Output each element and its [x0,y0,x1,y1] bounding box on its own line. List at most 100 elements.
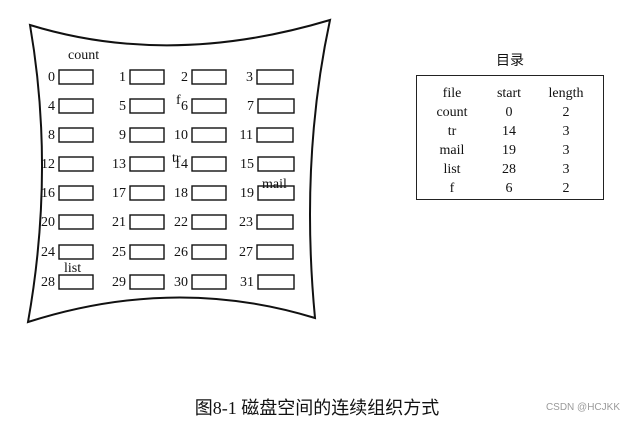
disk-block [129,69,165,85]
block-number: 1 [119,70,126,85]
disk-outline [26,18,332,324]
directory-title: 目录 [496,53,524,69]
block-number: 23 [239,215,253,230]
row-file: mail [439,143,465,158]
block-number: 6 [181,99,188,114]
directory-header-row: file start length [421,84,597,103]
file-label: list [64,261,82,276]
disk-block [257,98,295,114]
row-start: 14 [502,124,516,139]
disk-block [129,214,165,230]
directory-row: list 28 3 [421,160,597,179]
directory-row: tr 14 3 [421,122,597,141]
row-start: 19 [502,143,516,158]
disk-block [257,156,295,172]
disk-block [58,214,94,230]
block-number: 7 [247,99,254,114]
block-number: 0 [48,70,55,85]
block-number: 18 [174,186,188,201]
disk-block [129,127,165,143]
file-label: f [176,93,181,108]
disk-block [257,185,295,201]
row-start: 6 [505,181,513,196]
block-number: 19 [240,186,254,201]
directory-row: f 6 2 [421,179,597,198]
row-file: list [443,162,461,177]
watermark-text: CSDN @HCJKK [545,402,620,413]
block-number: 8 [48,128,55,143]
disk-block [256,244,294,260]
header-length: length [548,86,584,101]
row-file: f [449,181,455,196]
disk-block [58,156,94,172]
row-start: 0 [505,105,513,120]
row-file: tr [447,124,457,139]
directory-row: count 0 2 [421,103,597,122]
block-number: 20 [41,215,55,230]
row-length: 2 [562,105,570,120]
figure-caption: 图8-1 磁盘空间的连续组织方式 [194,398,440,418]
block-number: 11 [239,128,253,143]
block-number: 15 [240,157,254,172]
disk-block [191,127,227,143]
block-number: 3 [246,70,253,85]
disk-block [58,274,94,290]
disk-block [58,127,94,143]
disk-block [191,98,227,114]
block-number: 10 [174,128,188,143]
disk-block [58,244,94,260]
block-number: 31 [240,275,254,290]
file-label: tr [172,151,181,166]
disk-block [256,127,294,143]
row-file: count [436,105,468,120]
directory-box: file start length count 0 2 tr 14 3 mail [416,75,604,200]
disk-block [191,244,227,260]
file-label: count [68,48,100,63]
disk-block [191,274,227,290]
block-number: 17 [112,186,126,201]
block-number: 4 [48,99,55,114]
disk-block [129,185,165,201]
disk-block [191,69,227,85]
header-start: start [496,86,522,101]
disk-block [58,185,94,201]
block-number: 27 [239,245,253,260]
row-length: 3 [562,162,570,177]
disk-block [129,98,165,114]
block-number: 13 [112,157,126,172]
file-label: mail [262,177,287,192]
disk-block [129,274,165,290]
disk-block [257,274,295,290]
block-number: 2 [181,70,188,85]
disk-block [58,98,94,114]
row-length: 3 [562,143,570,158]
directory-table: file start length count 0 2 tr 14 3 mail [421,84,597,198]
disk-block [256,214,294,230]
disk-block [191,156,227,172]
block-number: 22 [174,215,188,230]
block-number: 5 [119,99,126,114]
disk-block [191,214,227,230]
block-number: 26 [174,245,188,260]
block-number: 9 [119,128,126,143]
disk-block [58,69,94,85]
disk-block [129,156,165,172]
header-file: file [442,86,462,101]
block-number: 12 [41,157,55,172]
block-number: 30 [174,275,188,290]
directory-row: mail 19 3 [421,141,597,160]
row-start: 28 [502,162,516,177]
block-number: 29 [112,275,126,290]
block-number: 14 [174,157,188,172]
block-number: 24 [41,245,55,260]
block-rects [58,69,295,290]
block-number: 21 [112,215,126,230]
block-number: 25 [112,245,126,260]
disk-block [191,185,227,201]
row-length: 3 [562,124,570,139]
block-number: 16 [41,186,55,201]
row-length: 2 [562,181,570,196]
disk-block [129,244,165,260]
